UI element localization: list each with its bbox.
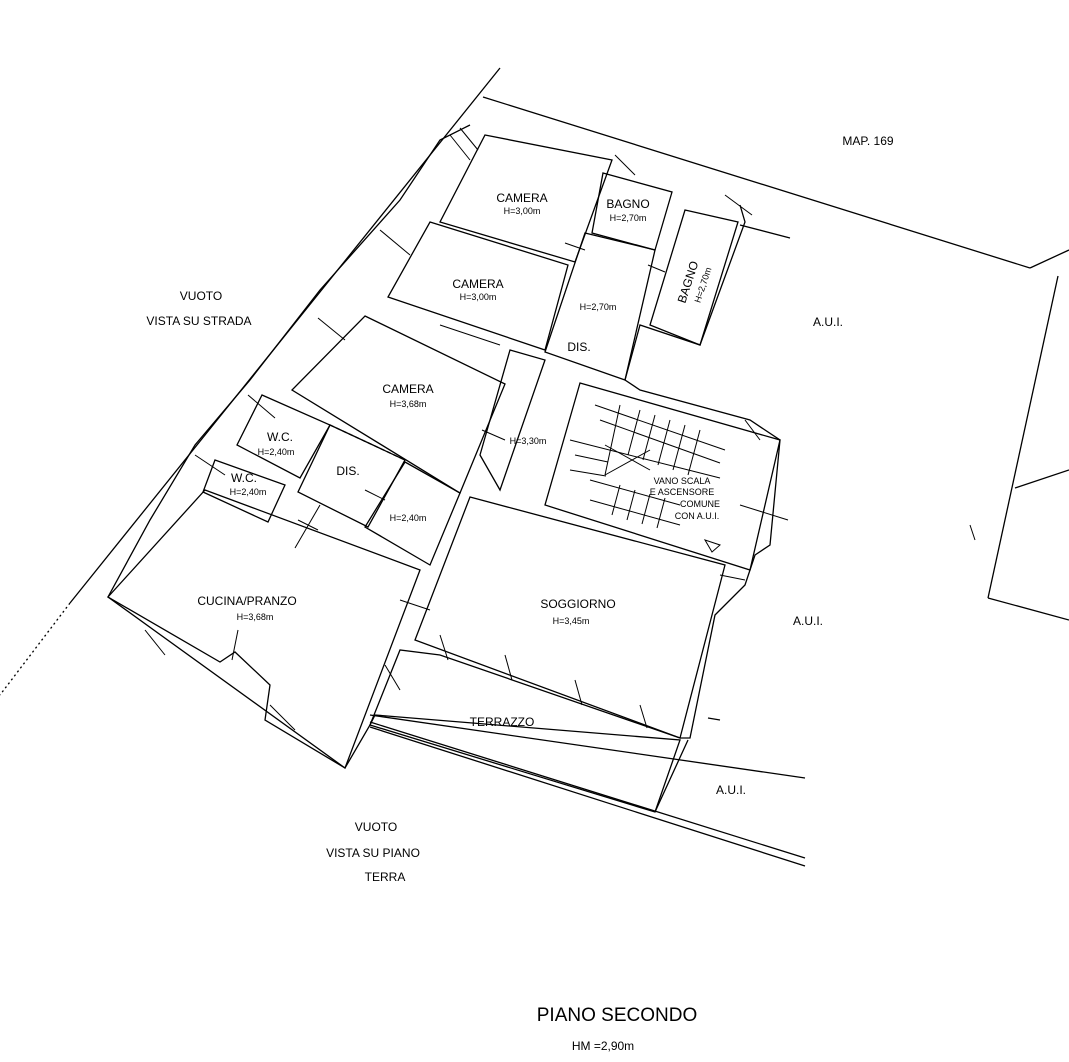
- stair-label-1: VANO SCALA: [653, 476, 711, 486]
- vuoto-strada-2: VISTA SU STRADA: [146, 314, 252, 328]
- camera-3-label: CAMERA: [382, 382, 434, 396]
- room-soggiorno: [414, 496, 726, 739]
- map-label: MAP. 169: [842, 134, 894, 148]
- room-small: [364, 461, 461, 566]
- room-wc-1: [236, 394, 331, 479]
- vuoto-terra-3: TERRA: [364, 870, 406, 884]
- cucina-height: H=3,68m: [236, 612, 274, 622]
- camera-1-label: CAMERA: [496, 191, 548, 205]
- cucina-label: CUCINA/PRANZO: [197, 594, 297, 608]
- dis-central-label: DIS.: [567, 340, 591, 354]
- camera-3-height: H=3,68m: [389, 399, 427, 409]
- aui-label-3: A.U.I.: [715, 783, 747, 797]
- stair-well: [544, 382, 781, 571]
- soggiorno-height: H=3,45m: [552, 616, 590, 626]
- corridor-height: H=3,30m: [509, 436, 547, 446]
- room-dis-central: [544, 232, 656, 381]
- plan-title: PIANO SECONDO: [536, 1005, 698, 1026]
- stair-label-2: E ASCENSORE: [649, 487, 715, 497]
- vuoto-terra-1: VUOTO: [354, 820, 398, 834]
- wc-2-height: H=2,40m: [229, 487, 267, 497]
- dis-central-height: H=2,70m: [579, 302, 617, 312]
- small-room-height: H=2,40m: [389, 513, 427, 523]
- stair-steps: [569, 404, 726, 553]
- camera-1-height: H=3,00m: [503, 206, 541, 216]
- room-corridor: [479, 349, 546, 492]
- room-wc-2: [202, 459, 286, 523]
- bagno-1-height: H=2,70m: [609, 213, 647, 223]
- room-terrazzo: [369, 714, 681, 813]
- room-bagno-2: [649, 209, 739, 346]
- camera-2-label: CAMERA: [452, 277, 504, 291]
- dis-left-label: DIS.: [336, 464, 360, 478]
- rooms: [107, 134, 781, 813]
- wall-markers: [144, 127, 976, 731]
- camera-2-height: H=3,00m: [459, 292, 497, 302]
- room-cucina: [107, 489, 421, 770]
- site-boundary: [0, 67, 1069, 867]
- aui-label-1: A.U.I.: [812, 315, 844, 329]
- wc-1-label: W.C.: [267, 430, 293, 444]
- building-outline: [107, 124, 781, 769]
- terrazzo-label: TERRAZZO: [469, 715, 535, 729]
- wc-2-label: W.C.: [231, 471, 257, 485]
- wc-1-height: H=2,40m: [257, 447, 295, 457]
- stair-label-3: COMUNE: [680, 499, 720, 509]
- vuoto-terra-2: VISTA SU PIANO: [326, 846, 420, 860]
- plan-subtitle: HM =2,90m: [571, 1039, 635, 1053]
- aui-label-2: A.U.I.: [792, 614, 824, 628]
- room-bagno-1: [591, 172, 673, 251]
- room-dis-left: [297, 424, 406, 528]
- stair-label-4: CON A.U.I.: [674, 511, 720, 521]
- soggiorno-label: SOGGIORNO: [540, 597, 616, 611]
- vuoto-strada-1: VUOTO: [179, 289, 223, 303]
- bagno-1-label: BAGNO: [606, 197, 650, 211]
